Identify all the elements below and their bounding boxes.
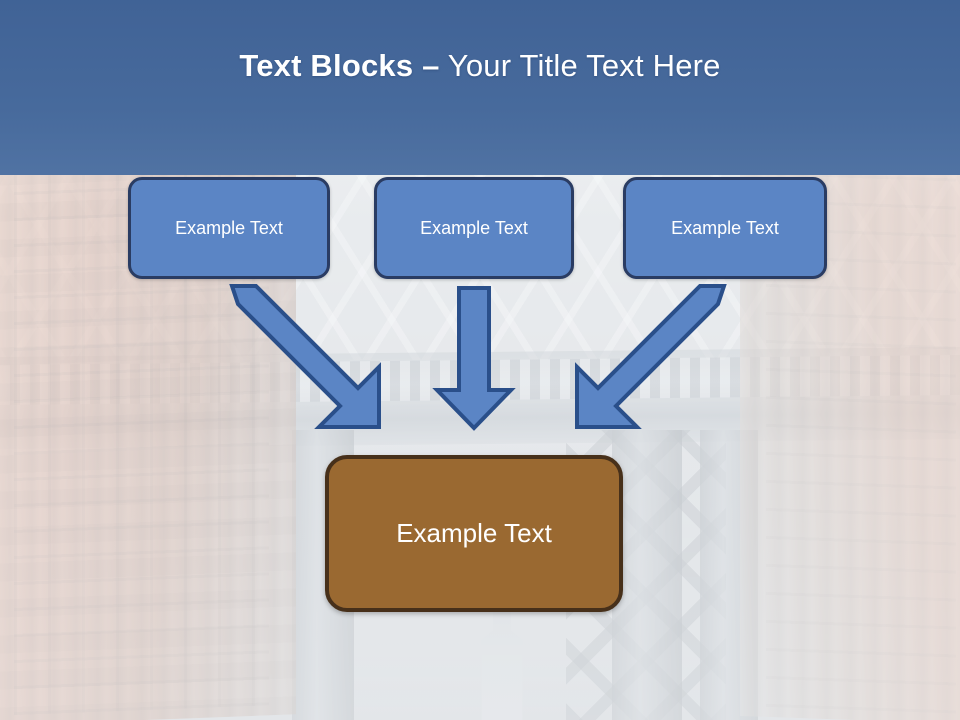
text-block-1-label: Example Text <box>175 217 283 238</box>
result-text-block[interactable]: Example Text <box>325 455 623 612</box>
text-block-2[interactable]: Example Text <box>374 177 574 279</box>
page-title-bold: Text Blocks – <box>239 48 440 83</box>
header-gradient <box>0 0 960 175</box>
bridge-column-mid <box>612 430 682 720</box>
text-block-2-label: Example Text <box>420 217 528 238</box>
text-block-3-label: Example Text <box>671 217 779 238</box>
text-block-3[interactable]: Example Text <box>623 177 827 279</box>
text-block-1[interactable]: Example Text <box>128 177 330 279</box>
result-text-block-label: Example Text <box>396 518 552 548</box>
page-title-light: Your Title Text Here <box>439 48 721 83</box>
slide-header: Text Blocks – Your Title Text Here <box>0 0 960 175</box>
page-title: Text Blocks – Your Title Text Here <box>0 48 960 84</box>
